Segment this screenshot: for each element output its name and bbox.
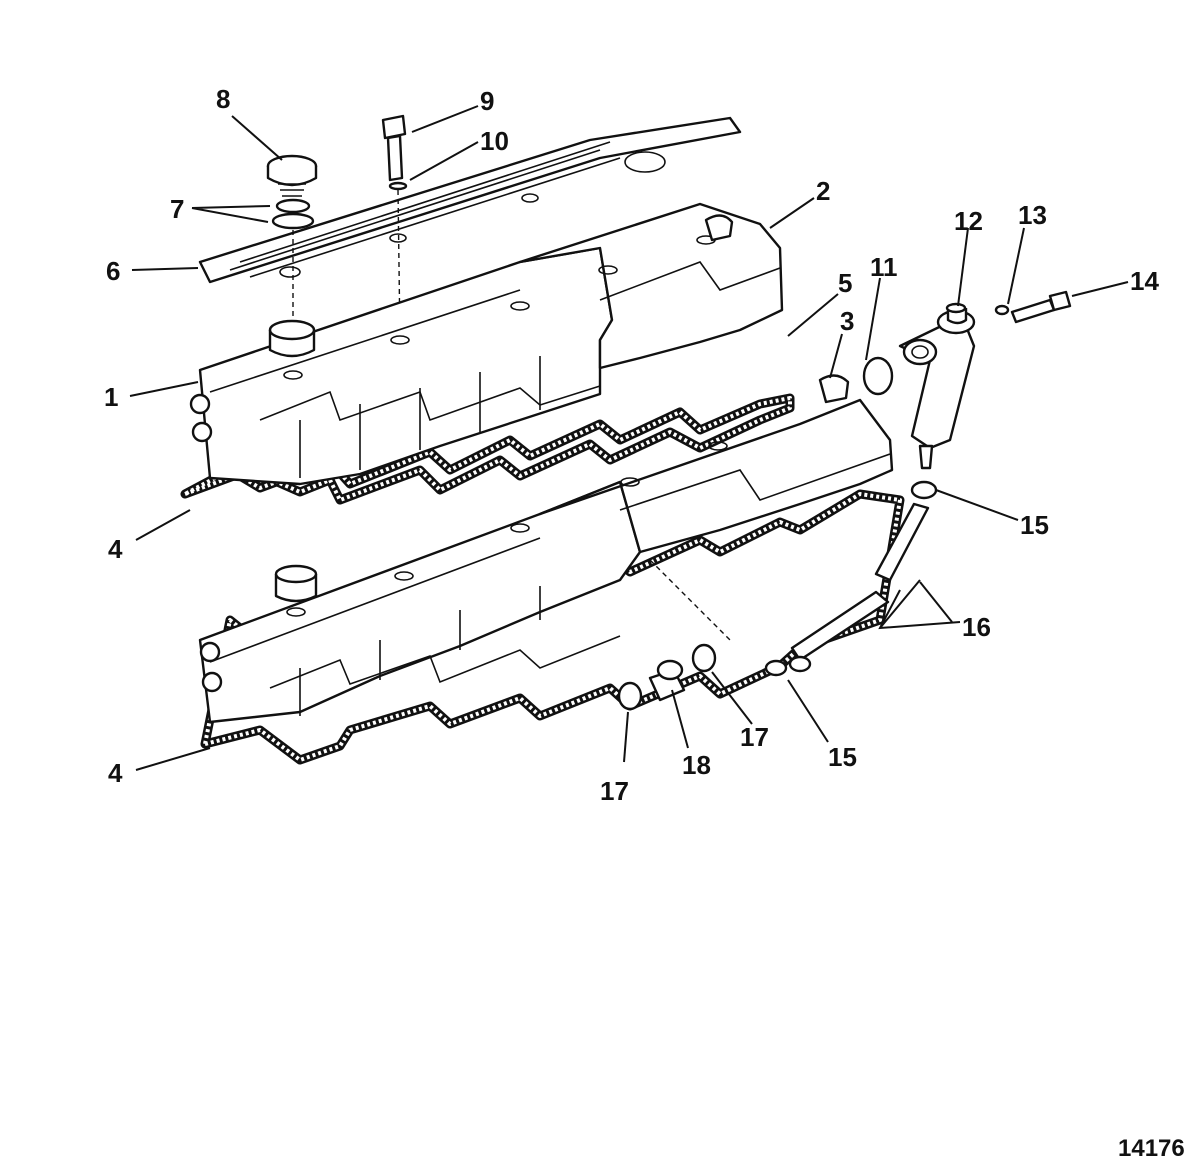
callout-15-upper: 15 bbox=[1020, 510, 1049, 540]
cap-seals bbox=[271, 198, 315, 230]
callout-18: 18 bbox=[682, 750, 711, 780]
callout-11: 11 bbox=[870, 252, 898, 282]
upper-valve-cover bbox=[180, 202, 795, 505]
figure-number: 14176 bbox=[1118, 1135, 1185, 1162]
callout-8: 8 bbox=[216, 84, 230, 114]
callout-13: 13 bbox=[1018, 200, 1047, 230]
callout-16: 16 bbox=[962, 612, 991, 642]
lower-valve-cover bbox=[198, 374, 905, 765]
callout-15-lower: 15 bbox=[828, 742, 857, 772]
callout-4-lower: 4 bbox=[108, 758, 123, 788]
callout-17-left: 17 bbox=[600, 776, 629, 806]
callout-5: 5 bbox=[838, 268, 852, 298]
fitting-and-orings bbox=[617, 643, 717, 711]
callout-14: 14 bbox=[1130, 266, 1159, 296]
callout-1: 1 bbox=[104, 382, 118, 412]
callout-10: 10 bbox=[480, 126, 509, 156]
callout-4-upper: 4 bbox=[108, 534, 123, 564]
callout-17-right: 17 bbox=[740, 722, 769, 752]
vent-hose bbox=[764, 480, 938, 677]
callout-2: 2 bbox=[816, 176, 830, 206]
callout-6: 6 bbox=[106, 256, 120, 286]
callout-3: 3 bbox=[840, 306, 854, 336]
fitting-axis bbox=[649, 559, 731, 641]
callout-9: 9 bbox=[480, 86, 494, 116]
leader-lines bbox=[129, 105, 1129, 771]
callout-12: 12 bbox=[954, 206, 983, 236]
outlet-housing bbox=[862, 290, 1072, 470]
breather-baffle-strip bbox=[198, 116, 742, 284]
oil-filler-cap bbox=[266, 154, 318, 197]
callout-7: 7 bbox=[170, 194, 184, 224]
baffle-bolt bbox=[381, 114, 408, 191]
bolt-axis bbox=[397, 189, 401, 341]
